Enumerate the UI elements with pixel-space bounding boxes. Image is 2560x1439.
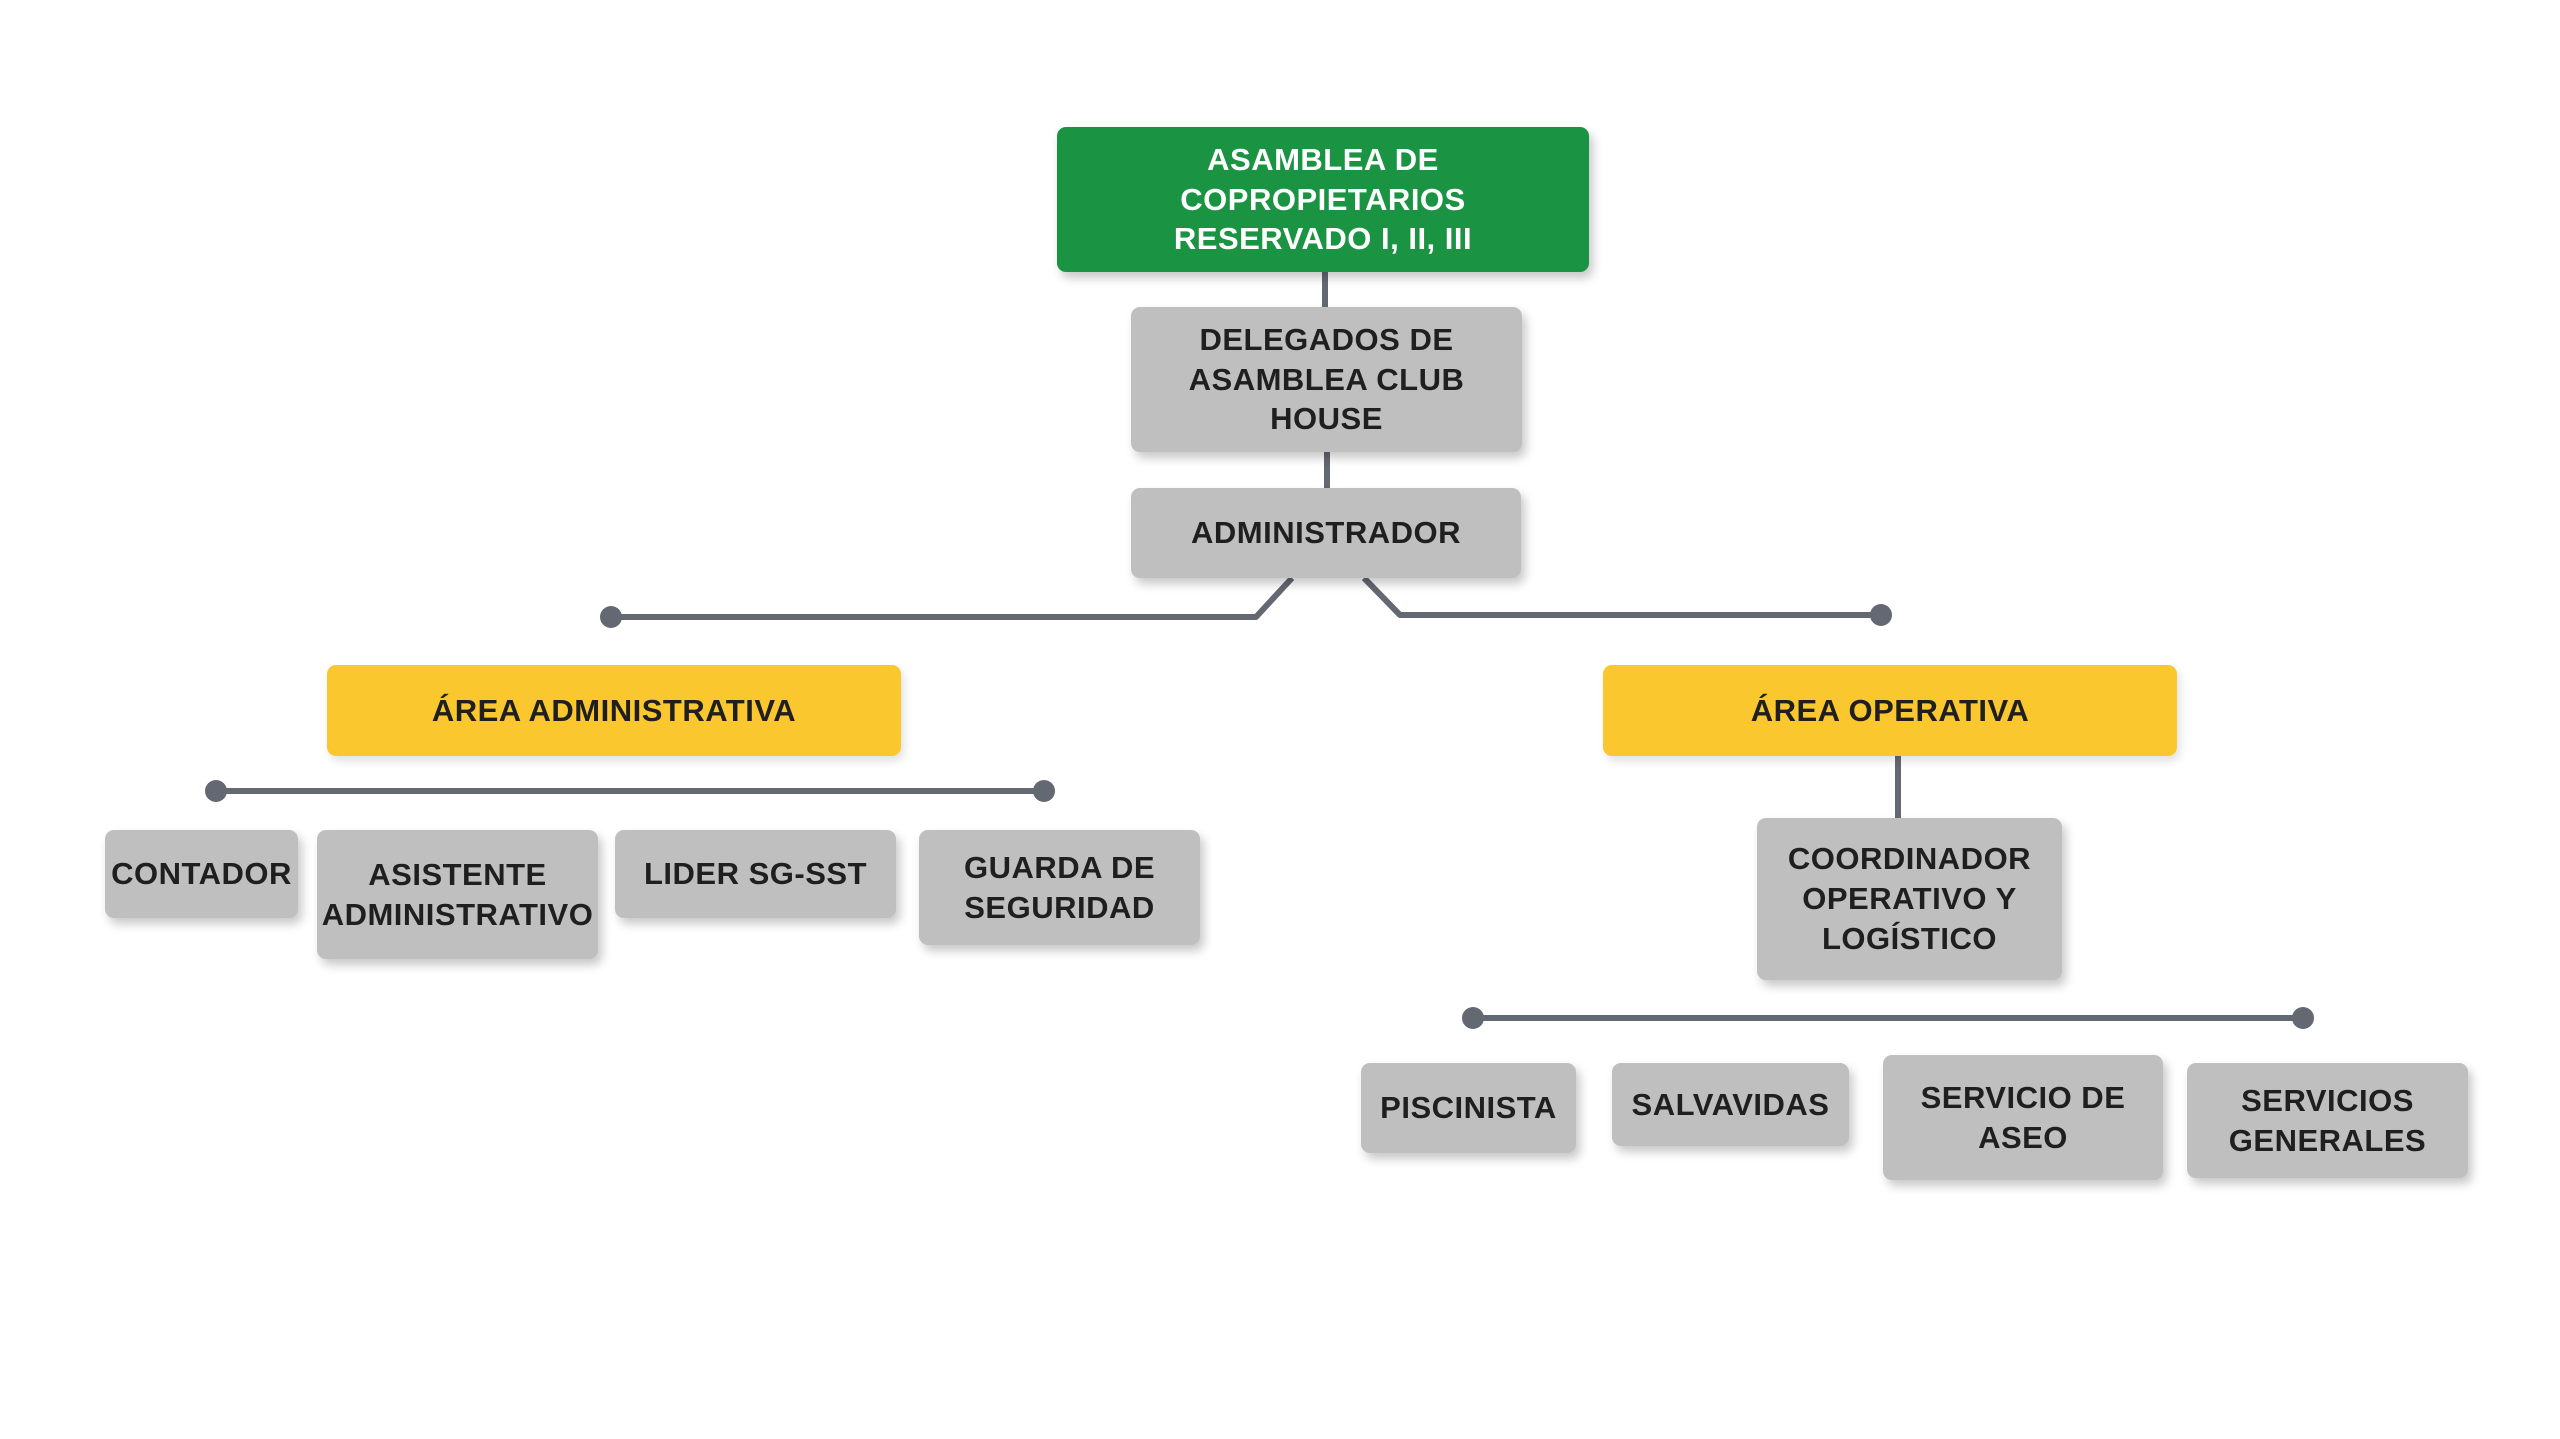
node-area-operativa: ÁREA OPERATIVA — [1603, 665, 2177, 756]
connector-dot-admin-left — [205, 780, 227, 802]
node-administrador: ADMINISTRADOR — [1131, 488, 1521, 578]
connector-administrador-left — [611, 575, 1295, 620]
connector-dot-left — [600, 606, 622, 628]
node-piscinista: PISCINISTA — [1361, 1063, 1576, 1153]
node-servicio-de-aseo: SERVICIO DE ASEO — [1883, 1055, 2163, 1180]
node-delegados-de-asamblea: DELEGADOS DE ASAMBLEA CLUB HOUSE — [1131, 307, 1522, 452]
node-lider-sg-sst: LIDER SG-SST — [615, 830, 896, 918]
node-asistente-administrativo: ASISTENTE ADMINISTRATIVO — [317, 830, 598, 959]
node-servicios-generales: SERVICIOS GENERALES — [2187, 1063, 2468, 1178]
node-contador: CONTADOR — [105, 830, 298, 918]
connector-dot-admin-right — [1033, 780, 1055, 802]
node-asamblea-de-copropietarios: ASAMBLEA DE COPROPIETARIOS RESERVADO I, … — [1057, 127, 1589, 272]
node-area-administrativa: ÁREA ADMINISTRATIVA — [327, 665, 901, 756]
node-salvavidas: SALVAVIDAS — [1612, 1063, 1849, 1146]
node-guarda-de-seguridad: GUARDA DE SEGURIDAD — [919, 830, 1200, 945]
connector-dot-oper-right — [2292, 1007, 2314, 1029]
node-coordinador-operativo-y-logistico: COORDINADOR OPERATIVO Y LOGÍSTICO — [1757, 818, 2062, 980]
connector-dot-right — [1870, 604, 1892, 626]
connector-administrador-right — [1361, 575, 1881, 618]
connector-dot-oper-left — [1462, 1007, 1484, 1029]
